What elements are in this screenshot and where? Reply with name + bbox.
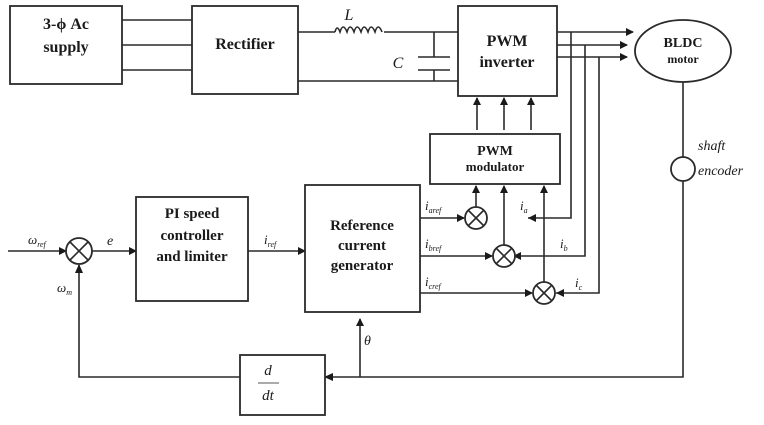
iaref-label: iaref <box>425 198 443 215</box>
error-label: e <box>107 234 113 249</box>
pwm-inverter-label-1: PWM <box>487 33 528 50</box>
inductor-symbol <box>334 26 383 35</box>
ib-feedback-line <box>513 45 586 257</box>
pwm-modulator-block <box>429 133 561 185</box>
omega-m-feedback-line <box>78 265 240 378</box>
ia-arrowhead <box>528 214 536 222</box>
theta-label: θ <box>364 334 371 349</box>
inductor-label: L <box>344 7 354 24</box>
ia-feedback-line <box>528 32 572 219</box>
pi-controller-label-3: and limiter <box>156 249 228 265</box>
ac-supply-block <box>9 5 123 85</box>
ddt-denominator: dt <box>262 388 275 404</box>
pi-controller-label-1: PI speed <box>165 206 220 222</box>
pi-controller-block <box>135 196 249 302</box>
shaft-label: shaft <box>698 139 726 154</box>
bldc-motor-block <box>634 19 732 83</box>
ibref-label: ibref <box>425 236 443 253</box>
ib-arrowhead <box>513 252 521 260</box>
rectifier-label: Rectifier <box>215 36 275 53</box>
ac-supply-label-1: 3-ϕ Ac <box>43 16 89 33</box>
pwm-inverter-block <box>457 5 558 97</box>
pwm-inverter-label-2: inverter <box>479 54 534 71</box>
current-comparator-b <box>492 244 516 268</box>
bldc-motor-label-2: motor <box>667 52 699 66</box>
encoder-feedback-line <box>325 181 684 378</box>
pwm-modulator-label-1: PWM <box>477 144 513 159</box>
capacitor-label: C <box>393 55 404 72</box>
shaft-encoder-symbol <box>670 156 696 182</box>
omega-m-arrowhead <box>75 264 83 273</box>
iref-label: iref <box>264 232 278 249</box>
omega-ref-label: ωref <box>28 232 48 249</box>
bldc-motor-label-1: BLDC <box>664 36 703 51</box>
ref-gen-label-2: current <box>338 238 386 254</box>
current-comparator-c <box>532 281 556 305</box>
ref-gen-label-3: generator <box>331 258 394 274</box>
pi-controller-label-2: controller <box>160 228 223 244</box>
ia-label: ia <box>520 198 528 215</box>
ic-label: ic <box>575 275 583 292</box>
ddt-numerator: d <box>264 363 272 379</box>
differentiator-block <box>239 354 326 416</box>
omega-m-label: ωm <box>57 280 72 297</box>
theta-to-ddt-arrowhead <box>324 373 333 381</box>
rectifier-block <box>191 5 299 95</box>
encoder-label: encoder <box>698 164 744 179</box>
pwm-modulator-label-2: modulator <box>466 159 525 174</box>
current-comparator-a <box>464 206 488 230</box>
ref-gen-label-1: Reference <box>330 218 394 234</box>
speed-summing-junction <box>65 237 93 265</box>
icref-label: icref <box>425 274 443 291</box>
ic-arrowhead <box>556 289 564 297</box>
ib-label: ib <box>560 236 568 253</box>
ac-supply-label-2: supply <box>43 39 88 56</box>
ic-feedback-line <box>556 57 600 294</box>
ref-current-generator-block <box>304 184 421 313</box>
